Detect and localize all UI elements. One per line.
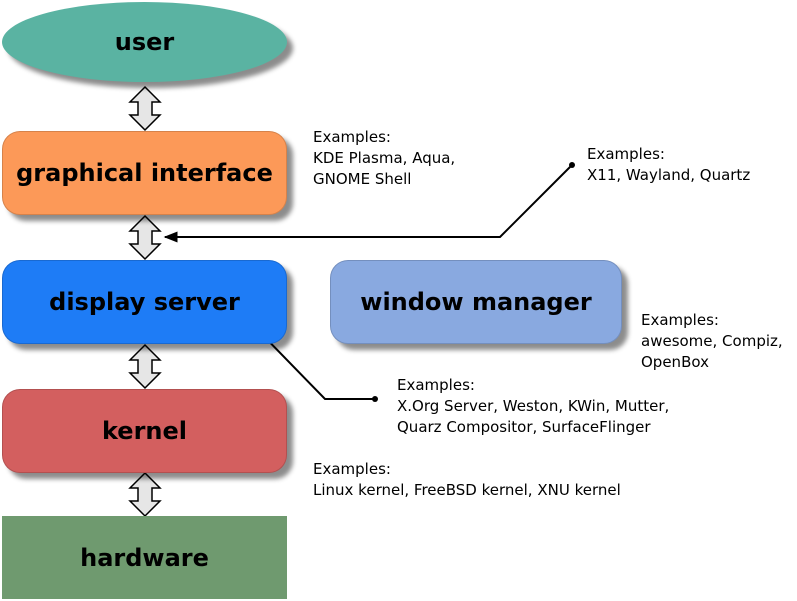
window-manager-label: window manager [360,288,592,316]
note-line: Examples: [397,376,475,394]
note-line: GNOME Shell [313,170,412,188]
display-server-examples: Examples: X.Org Server, Weston, KWin, Mu… [397,375,669,438]
double-arrow-gui-display [128,214,162,261]
graphical-interface-examples: Examples: KDE Plasma, Aqua, GNOME Shell [313,127,455,190]
note-line: Examples: [587,145,665,163]
display-server-layer: display server [2,260,287,344]
pointer-display-server [249,320,378,402]
user-label: user [114,28,175,56]
pointer-display-protocol [163,162,575,243]
kernel-examples: Examples: Linux kernel, FreeBSD kernel, … [313,459,621,501]
window-manager-layer: window manager [330,260,622,344]
user-layer: user [2,2,287,82]
graphical-interface-layer: graphical interface [2,131,287,215]
note-line: Examples: [641,311,719,329]
note-line: awesome, Compiz, [641,332,783,350]
kernel-layer: kernel [2,389,287,473]
kernel-label: kernel [101,417,188,445]
double-arrow-kernel-hardware [128,471,162,518]
double-arrow-display-kernel [128,343,162,390]
note-line: OpenBox [641,353,709,371]
note-line: Examples: [313,460,391,478]
graphical-interface-label: graphical interface [16,159,273,187]
note-line: Examples: [313,128,391,146]
display-server-label: display server [49,288,240,316]
display-protocol-examples: Examples: X11, Wayland, Quartz [587,144,750,186]
note-line: KDE Plasma, Aqua, [313,149,456,167]
note-line: Linux kernel, FreeBSD kernel, XNU kernel [313,481,621,499]
note-line: X.Org Server, Weston, KWin, Mutter, [397,397,670,415]
hardware-layer: hardware [2,516,287,599]
hardware-label: hardware [80,543,209,572]
note-line: Quarz Compositor, SurfaceFlinger [397,418,651,436]
note-line: X11, Wayland, Quartz [587,166,751,184]
window-manager-examples: Examples: awesome, Compiz, OpenBox [641,310,783,373]
double-arrow-user-gui [128,85,162,132]
